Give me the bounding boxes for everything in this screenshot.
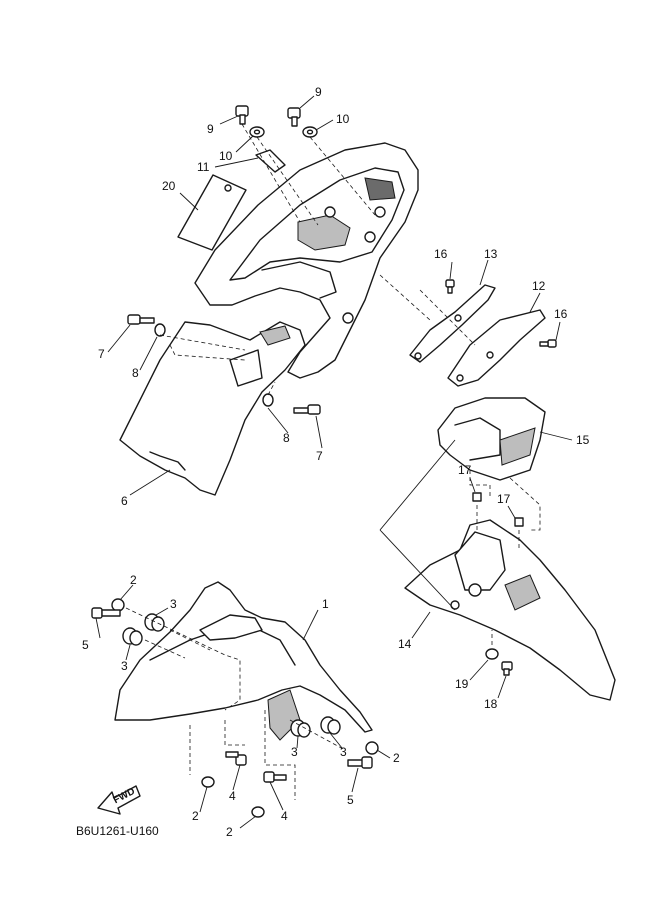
seal-plate	[177, 174, 247, 251]
callout-3: 3	[291, 745, 298, 759]
collar-3-right-a	[290, 719, 311, 738]
inner-fender	[119, 321, 306, 496]
rear-fender-14-box	[504, 574, 541, 611]
callout-10: 10	[219, 149, 233, 163]
callout-7: 7	[98, 347, 105, 361]
washer-2-bottom-left	[201, 776, 215, 788]
washer-right-hole	[306, 129, 314, 135]
callout-9: 9	[207, 122, 214, 136]
cowl-slot	[364, 177, 396, 201]
screw-16-right	[539, 339, 557, 348]
callout-11: 11	[197, 160, 210, 174]
rear-fender-hole	[450, 600, 460, 610]
clip	[255, 149, 286, 173]
callout-2: 2	[226, 825, 233, 839]
inner-fender-slot	[259, 325, 291, 346]
callout-7: 7	[316, 449, 323, 463]
rear-cover-assembly	[119, 105, 419, 496]
front-fender-recess	[199, 614, 263, 641]
callout-10: 10	[336, 112, 350, 126]
bolt-left	[235, 105, 249, 125]
bracket-assembly	[379, 274, 557, 387]
bolt-7-right	[293, 404, 321, 415]
callout-18: 18	[484, 697, 498, 711]
callout-labels: 9 9 10 10 11 20 16 13 12 16 15 17 17 14 …	[82, 85, 590, 839]
callout-9: 9	[315, 85, 322, 99]
nut-17-left	[472, 492, 482, 502]
callout-16: 16	[434, 247, 448, 261]
callout-3: 3	[340, 745, 347, 759]
nut-17-right	[514, 517, 524, 527]
grommet-19	[485, 648, 499, 660]
callout-8: 8	[283, 431, 290, 445]
inner-fender-flap	[149, 451, 186, 471]
bracket-12	[447, 309, 546, 387]
rear-fender-14	[404, 519, 616, 701]
bracket-13	[409, 284, 496, 363]
flap-15-inner	[454, 417, 501, 461]
callout-2: 2	[130, 573, 137, 587]
callout-14: 14	[398, 637, 412, 651]
washer-8-left	[154, 323, 166, 337]
callout-20: 20	[162, 179, 176, 193]
washer-2-top	[111, 598, 125, 612]
callout-2: 2	[393, 751, 400, 765]
bolt-5-left	[91, 607, 121, 619]
leader-lines	[95, 95, 573, 829]
callout-3: 3	[121, 659, 128, 673]
callout-6: 6	[121, 494, 128, 508]
bracket-hole	[414, 352, 422, 360]
mount-hole	[364, 231, 376, 243]
callout-1: 1	[322, 597, 329, 611]
fwd-arrow-icon: FWD	[97, 785, 141, 815]
bracket-hole	[486, 351, 494, 359]
inner-fender-tab	[229, 349, 263, 387]
callout-16: 16	[554, 307, 568, 321]
flap-15-shadow	[499, 427, 536, 466]
callout-17: 17	[497, 492, 511, 506]
callout-5: 5	[82, 638, 89, 652]
mount-hole	[324, 206, 336, 218]
callout-5: 5	[347, 793, 354, 807]
bracket-hole	[456, 374, 464, 382]
bracket-hole	[454, 314, 462, 322]
callout-3: 3	[170, 597, 177, 611]
bolt-right	[287, 107, 301, 127]
bolt-4-left	[225, 751, 247, 766]
seal-hole	[224, 184, 232, 192]
bolt-4-right	[263, 771, 287, 783]
callout-4: 4	[281, 809, 288, 823]
bolt-7-left	[127, 314, 155, 325]
diagram-code: B6U1261-U160	[76, 824, 159, 838]
washer-left-hole	[253, 129, 261, 135]
callout-19: 19	[455, 677, 469, 691]
callout-2: 2	[192, 809, 199, 823]
rear-fender-14-bracket	[454, 531, 506, 591]
collar-3-right-b	[320, 716, 341, 735]
rear-fender-hole	[468, 583, 482, 597]
callout-8: 8	[132, 366, 139, 380]
mount-hole	[374, 206, 386, 218]
mount-hole	[342, 312, 354, 324]
callout-15: 15	[576, 433, 590, 447]
callout-17: 17	[458, 463, 472, 477]
washer-2-right	[365, 741, 379, 755]
collar-3-top	[144, 613, 165, 632]
front-fender-assembly	[91, 581, 379, 818]
screw-16-left	[445, 279, 455, 294]
bolt-18	[501, 661, 513, 676]
bolt-5-right	[347, 756, 373, 769]
cowl-rib	[261, 261, 337, 299]
callout-13: 13	[484, 247, 498, 261]
washer-2-bottom	[251, 806, 265, 818]
collar-3-mid	[122, 627, 143, 646]
callout-12: 12	[532, 279, 546, 293]
rear-fender-assembly	[379, 397, 616, 701]
washer-8-right	[262, 393, 274, 407]
callout-4: 4	[229, 789, 236, 803]
